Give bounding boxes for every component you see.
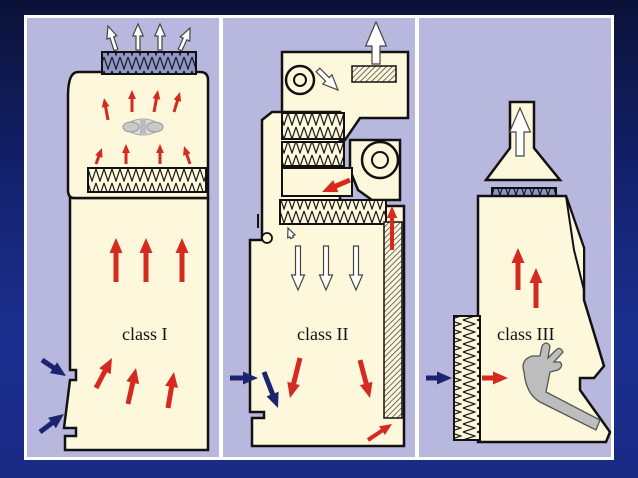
airflow-arrow — [122, 144, 130, 164]
hepa-filter-icon — [279, 199, 387, 225]
hepa-filter-icon — [87, 167, 207, 193]
hepa-filter-icon — [101, 51, 197, 75]
airflow-arrow — [139, 238, 153, 282]
exhaust-filter — [351, 65, 397, 83]
fan-icon — [122, 118, 164, 136]
glove-icon — [522, 342, 601, 431]
airflow-arrow — [322, 177, 351, 193]
exhaust-arrow — [287, 226, 297, 240]
exhaust-arrow — [177, 26, 191, 52]
exhaust-arrow — [290, 245, 306, 292]
airflow-arrow — [529, 268, 543, 308]
airflow-arrow — [175, 238, 189, 282]
exhaust-arrow — [315, 67, 340, 92]
inflow-arrow — [426, 371, 452, 385]
inflow-arrow — [230, 371, 258, 385]
airflow-arrow — [165, 372, 178, 409]
airflow-arrow — [386, 206, 398, 250]
panel-label: class I — [122, 324, 167, 344]
inflow-arrow — [40, 357, 66, 376]
exhaust-arrow — [348, 245, 364, 292]
airflow-arrow — [152, 90, 161, 113]
airflow-arrow — [93, 358, 112, 390]
airflow-arrow — [511, 248, 525, 290]
panel-label: class II — [297, 324, 348, 344]
exhaust-arrow — [508, 106, 532, 157]
airflow-arrow — [128, 90, 136, 112]
rear-plenum — [383, 221, 403, 419]
exhaust-arrow — [153, 22, 167, 51]
hepa-filter-icon — [281, 141, 345, 167]
airflow-arrow — [482, 371, 508, 385]
hepa-filter-icon — [281, 112, 345, 140]
airflow-arrow — [94, 148, 103, 165]
airflow-arrow — [172, 92, 182, 113]
panel-class-2 — [223, 18, 415, 457]
airflow-arrow — [109, 238, 123, 282]
airflow-arrow — [287, 357, 303, 398]
panel-class-3 — [419, 18, 612, 457]
airflow-arrow — [366, 424, 392, 442]
inflow-arrow — [38, 414, 64, 434]
panel-label: class III — [497, 324, 554, 344]
panel-class-1 — [27, 18, 219, 457]
airflow-arrow — [125, 368, 140, 405]
exhaust-arrow — [318, 245, 334, 292]
airflow-arrow — [357, 359, 373, 398]
airflow-arrow — [101, 98, 110, 121]
exhaust-arrow — [364, 20, 388, 65]
airflow-arrow — [183, 146, 192, 165]
airflow-arrow — [156, 144, 164, 164]
inflow-arrow — [261, 371, 279, 408]
hepa-filter-icon — [453, 315, 481, 441]
exhaust-arrow — [106, 24, 119, 52]
exhaust-arrow — [131, 22, 145, 51]
